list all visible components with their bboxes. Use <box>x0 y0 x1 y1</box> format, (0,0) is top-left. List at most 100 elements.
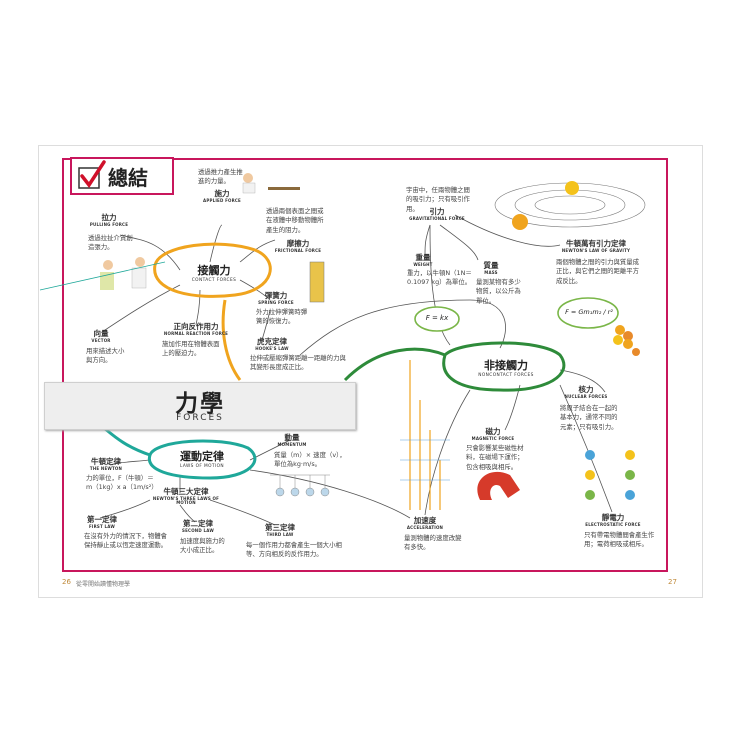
frictional-force-title: 摩擦力 FRICTIONAL FORCE <box>270 239 326 253</box>
contact-hub-ring <box>153 242 272 298</box>
gravitational-force-desc: 宇宙中，任兩物體之間的吸引力；只有吸引作用。 <box>406 186 470 213</box>
second-en: SECOND LAW <box>182 527 214 533</box>
second-law-title: 第二定律 SECOND LAW <box>180 519 216 533</box>
hookes-law-title: 虎克定律 HOOKE'S LAW <box>250 337 294 351</box>
link-normal <box>195 289 201 326</box>
weight-zh: 重量 <box>415 253 431 262</box>
vector-en: VECTOR <box>91 337 111 343</box>
third-zh: 第三定律 <box>265 523 295 532</box>
spring-formula: F = kx <box>425 314 449 322</box>
normal-reaction-desc: 施加作用在物體表面上的壓迫力。 <box>162 340 220 358</box>
laws-of-motion-hub: 運動定律 LAWS OF MOTION <box>160 448 244 469</box>
link-push <box>209 224 223 263</box>
weight-title: 重量 WEIGHT <box>407 253 439 267</box>
title-banner <box>44 382 356 430</box>
acceleration-en: ACCELERATION <box>406 524 444 530</box>
gravity-en: GRAVITATIONAL FORCE <box>409 215 465 221</box>
magnetic-force-title: 磁力 MAGNETIC FORCE <box>468 427 518 441</box>
link-acceleration <box>424 389 471 516</box>
noncontact-forces-hub: 非接觸力 NONCONTACT FORCES <box>460 357 552 378</box>
motion-hub-zh: 運動定律 <box>180 450 224 463</box>
second-law-desc: 加速度與施力的大小成正比。 <box>180 537 225 555</box>
hooke-zh: 虎克定律 <box>257 337 287 346</box>
summary-title: 總結 <box>108 166 148 190</box>
cradle-sketch <box>270 474 330 497</box>
nuclear-forces-title: 核力 NUCLEAR FORCES <box>562 385 610 399</box>
normal-en: NORMAL REACTION FORCE <box>163 330 229 336</box>
noncontact-hub-ring <box>442 341 566 392</box>
three-laws-en: NEWTON'S THREE LAWS OF MOTION <box>152 495 220 506</box>
the-newton-title: 牛頓定律 THE NEWTON <box>86 457 126 471</box>
mass-zh: 質量 <box>483 261 499 270</box>
gravitational-force-title: 引力 GRAVITATIONAL FORCE <box>408 207 466 221</box>
spring-force-title: 彈簧力 SPRING FORCE <box>254 291 298 305</box>
link-newton-gravity <box>454 214 561 247</box>
nuclear-forces-desc: 將原子結合在一起的基本力，通常不同的元素；只有吸引力。 <box>560 404 618 431</box>
sun-sketch <box>565 181 579 195</box>
magnetic-force-desc: 只會影響某些磁性材料，在磁場下運作；包含相吸與相斥。 <box>466 444 524 471</box>
spring-en: SPRING FORCE <box>258 299 294 305</box>
push-en: APPLIED FORCE <box>203 197 241 203</box>
first-zh: 第一定律 <box>87 515 117 524</box>
friction-zh: 摩擦力 <box>286 239 310 248</box>
motion-hub-en: LAWS OF MOTION <box>180 464 224 469</box>
mass-title: 質量 MASS <box>476 261 506 275</box>
tug-of-war-sketch <box>39 257 166 291</box>
hooke-en: HOOKE'S LAW <box>255 345 289 351</box>
first-law-desc: 在沒有外力的情況下，物體會保持靜止或以恆定速度運動。 <box>84 532 168 550</box>
weight-desc: 重力，以牛頓N（1N＝0.1097 kg）為單位。 <box>407 269 472 287</box>
book-page-spread <box>38 145 703 598</box>
banner-title-en: FORCES <box>176 413 224 423</box>
normal-reaction-title: 正向反作用力 NORMAL REACTION FORCE <box>160 322 232 336</box>
third-law-desc: 每一個作用力都會產生一個大小相等、方向相反的反作用力。 <box>246 541 342 559</box>
electrostatic-force-title: 靜電力 ELECTROSTATIC FORCE <box>582 513 644 527</box>
nuclear-en: NUCLEAR FORCES <box>564 393 608 399</box>
noncontact-hub-en: NONCONTACT FORCES <box>478 373 534 378</box>
acceleration-grid <box>400 439 450 481</box>
banner-title-zh: 力學 <box>175 390 225 417</box>
link-contact-noncontact <box>299 299 506 356</box>
weight-en: WEIGHT <box>413 261 433 267</box>
noncontact-hub-tail <box>343 347 446 382</box>
normal-zh: 正向反作用力 <box>173 322 219 331</box>
acceleration-title: 加速度 ACCELERATION <box>404 516 446 530</box>
electrostatic-force-desc: 只有帶電物體間會產生作用；電荷相吸或相斥。 <box>584 531 655 549</box>
three-laws-title: 牛頓三大定律 NEWTON'S THREE LAWS OF MOTION <box>150 487 222 506</box>
push-zh: 施力 <box>214 189 230 198</box>
second-zh: 第二定律 <box>183 519 213 528</box>
spring-formula-oval <box>414 306 460 332</box>
first-en: FIRST LAW <box>89 523 115 529</box>
newton-gravity-title: 牛頓萬有引力定律 NEWTON'S LAW OF GRAVITY <box>555 239 637 253</box>
electrostatic-en: ELECTROSTATIC FORCE <box>585 521 641 527</box>
momentum-zh: 動量 <box>284 433 300 442</box>
charges-sketch <box>585 450 635 500</box>
link-third <box>209 499 276 526</box>
link-weight <box>424 224 431 256</box>
skater-sketch <box>242 173 300 194</box>
vector-zh: 向量 <box>93 329 109 338</box>
frictional-force-desc: 透過兩個表面之間或在液體中移動物體所產生的阻力。 <box>266 207 324 234</box>
newton-gravity-desc: 兩個物體之間的引力與質量成正比，與它們之間的距離平方成反比。 <box>556 258 640 285</box>
vector-desc: 用來描述大小與方向。 <box>86 347 125 365</box>
contact-forces-hub: 接觸力 CONTACT FORCES <box>168 262 260 283</box>
applied-force-desc: 透過推力產生推進的力量。 <box>198 168 243 186</box>
three-laws-zh: 牛頓三大定律 <box>163 487 209 496</box>
page-number-right: 27 <box>668 578 677 586</box>
newton-zh: 牛頓定律 <box>91 457 121 466</box>
checkmark-icon <box>78 160 106 189</box>
link-friction <box>239 239 276 263</box>
magnetic-zh: 磁力 <box>485 427 501 436</box>
third-en: THIRD LAW <box>266 531 294 537</box>
friction-en: FRICTIONAL FORCE <box>274 247 322 253</box>
newton-gravity-en: NEWTON'S LAW OF GRAVITY <box>561 247 631 253</box>
link-mass <box>439 224 479 261</box>
link-gravity <box>429 224 451 346</box>
hookes-law-desc: 拉伸或壓縮彈簧距離一距離的力與其變形長度成正比。 <box>250 354 346 372</box>
mindmap-frame <box>62 158 668 572</box>
acceleration-zh: 加速度 <box>413 516 437 525</box>
pulling-force-desc: 透過拉扯介質創造張力。 <box>88 234 133 252</box>
link-spring <box>239 279 271 301</box>
link-first <box>99 499 151 519</box>
acceleration-desc: 量測物體的速度改變有多快。 <box>404 534 462 552</box>
the-newton-desc: 力的單位，F（牛頓）＝m（1kg）x a（1m/s²） <box>86 474 158 492</box>
